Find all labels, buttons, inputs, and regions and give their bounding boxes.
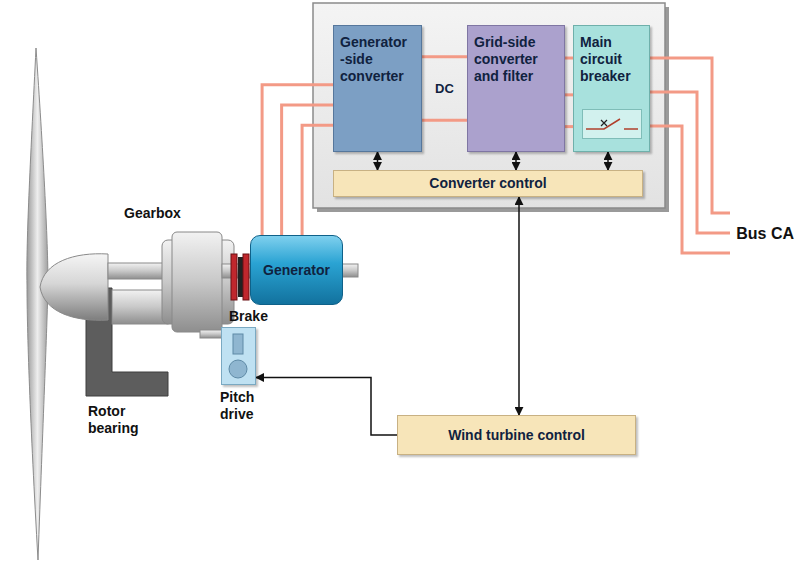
control-line: [607, 152, 609, 170]
control-arrow: [516, 152, 517, 170]
main-shaft: [108, 263, 168, 279]
breaker-box: Main circuit breaker: [573, 25, 650, 152]
box-label: Generator -side converter: [340, 34, 415, 85]
control-arrow: [256, 377, 397, 435]
control-line: [518, 197, 520, 415]
box-label: Converter control: [429, 175, 546, 192]
control-line: [515, 152, 517, 170]
control-box: Wind turbine control: [397, 415, 636, 455]
part-label: Brake: [229, 308, 268, 325]
gearbox-lower: [112, 290, 168, 324]
dc-link: [421, 57, 468, 121]
brake-disc: [231, 254, 237, 300]
box-label: Grid-side converter and filter: [474, 34, 558, 85]
part-label: Pitch drive: [220, 389, 276, 423]
hub-cone: [40, 254, 108, 320]
generator: Generator: [250, 235, 343, 305]
power-wire: [262, 85, 334, 237]
edge-label: DC: [433, 81, 456, 96]
power-wire: [282, 105, 334, 237]
box-label: Wind turbine control: [448, 427, 585, 444]
control-box: Converter control: [333, 170, 643, 197]
converter-box: Generator -side converter: [333, 25, 422, 152]
box-label: Main circuit breaker: [580, 34, 643, 85]
brake-disc: [243, 254, 249, 300]
brake-disc: [238, 257, 243, 297]
breaker-switch-symbol: [582, 109, 642, 139]
pitch-link: [200, 330, 222, 338]
control-arrow: [608, 152, 609, 170]
part-label: Rotor bearing: [88, 403, 150, 437]
control-arrow: [519, 197, 520, 415]
power-wire: [421, 55, 468, 58]
converter-panel-shadow: [317, 7, 669, 212]
pitch-drive: Pitch drive: [221, 327, 256, 385]
control-arrow: [377, 152, 378, 170]
rotor-blade: [27, 48, 48, 560]
part-label: Gearbox: [124, 205, 181, 222]
power-wire: [302, 125, 334, 237]
control-line: [256, 377, 397, 435]
power-wires: [262, 85, 334, 237]
converter-panel: [313, 3, 665, 208]
bus-wires: [650, 58, 730, 253]
power-wire: [421, 119, 468, 122]
control-line: [377, 152, 379, 170]
box-label: Generator: [263, 262, 330, 279]
converter-box: Grid-side converter and filter: [467, 25, 565, 152]
gearbox-flange: [172, 232, 222, 332]
pitch-drive-symbol: [222, 328, 255, 384]
bus-label: Bus CA: [736, 224, 794, 243]
